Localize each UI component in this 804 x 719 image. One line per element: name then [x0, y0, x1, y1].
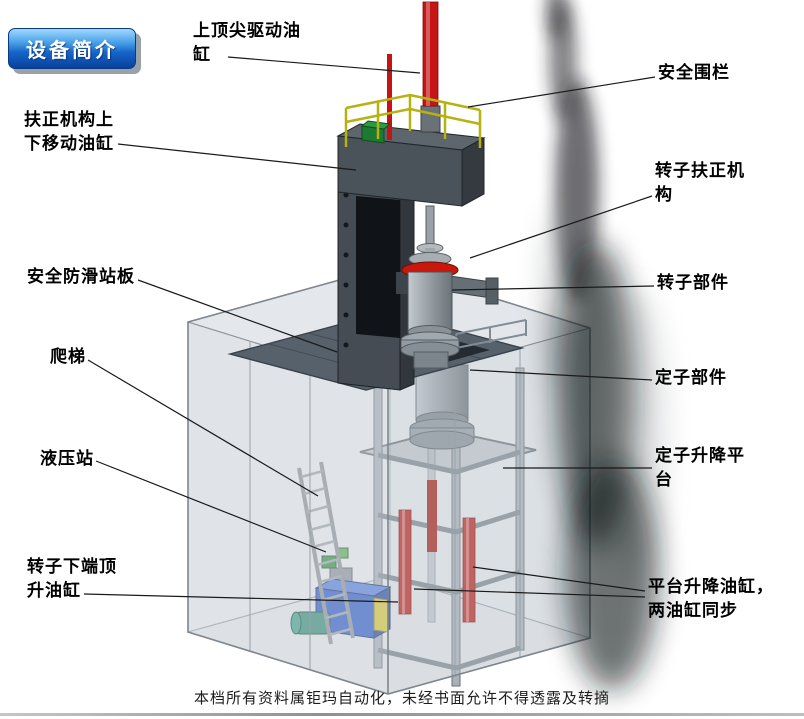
callout-stator-lift-platform: 定子升降平 台 — [655, 446, 745, 489]
leader-lines — [83, 56, 656, 603]
callout-hydraulic-station: 液压站 — [40, 449, 94, 468]
safety-railing — [344, 93, 482, 148]
callout-stator-component: 定子部件 — [655, 368, 727, 387]
smoke-shadow — [544, 0, 666, 690]
rotor-assembly — [396, 205, 499, 369]
title-badge: 设备简介 — [8, 28, 136, 69]
callout-safety-fence: 安全围栏 — [658, 63, 730, 82]
callout-platform-lift-cylinders: 平台升降油缸， 两油缸同步 — [648, 577, 774, 620]
callout-rotor-component: 转子部件 — [657, 273, 729, 292]
callout-rotor-centering: 转子扶正机 构 — [655, 161, 745, 204]
callout-rotor-jack-cylinder: 转子下端顶 升油缸 — [27, 557, 117, 600]
callout-top-drive-cylinder: 上顶尖驱动油 缸 — [193, 21, 301, 64]
bottom-divider — [0, 713, 804, 716]
press-column — [336, 123, 486, 391]
callout-anti-slip-plate: 安全防滑站板 — [27, 267, 135, 286]
callout-centering-lift-cylinder: 扶正机构上 下移动油缸 — [24, 110, 114, 153]
confidentiality-footer: 本档所有资料属钜玛自动化，未经书面允许不得透露及转摘 — [193, 691, 610, 707]
ladder — [297, 461, 355, 645]
callout-ladder: 爬梯 — [50, 347, 86, 366]
platform-lift-cylinders — [398, 480, 476, 623]
